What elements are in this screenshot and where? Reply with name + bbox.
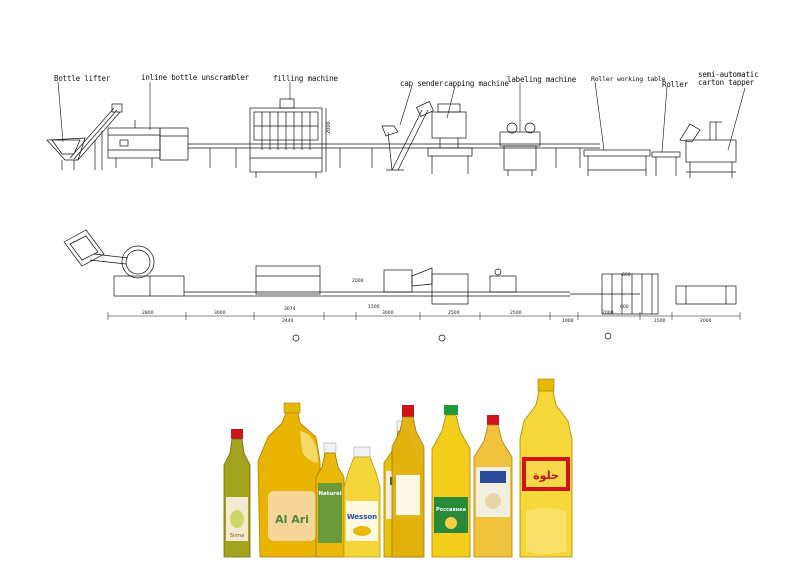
plan-dim-14: 2000 [700,318,712,324]
plan-filling [255,265,321,295]
plan-conveyor [184,291,640,297]
plan-view: 2800 3000 2440 3074 2000 1500 3000 2500 … [63,229,741,342]
plan-dim-11: 2000 [602,310,614,316]
conveyor-row-1 [188,143,600,168]
bottle-6 [391,405,425,558]
plan-dim-15: 600 [622,272,631,278]
label-carton-tapper-line2: carton tapper [698,78,755,87]
bottle-1: Sirma [223,429,251,558]
bottle-7: Россиянка [431,405,471,558]
cap-sender-drawing [381,101,434,171]
bottle-9: حلوة [519,378,573,558]
plan-dim-12: 600 [620,304,629,310]
unscrambler-drawing [107,120,189,168]
bottle-2: Al Ari [257,402,321,558]
label-filling-machine: filling machine [273,74,338,83]
capping-machine-drawing [427,103,473,174]
plan-dim-2: 3000 [214,310,226,316]
carton-tapper-drawing [679,121,737,178]
plan-tapper [675,285,737,305]
bottle-lifter-drawing [46,103,123,170]
plan-dim-4: 3074 [284,306,296,312]
bottle-7-label: Россиянка [436,507,466,513]
plan-dim-9: 2500 [510,310,522,316]
label-capping-machine: capping machine [444,79,509,88]
plan-mark-2 [438,334,446,342]
bottle-2-label: Al Ari [275,513,309,526]
plan-dim-8: 2500 [448,310,460,316]
labeling-machine-drawing [499,122,541,176]
bottle-3: Naturel [315,442,345,558]
plan-labeling [431,273,469,305]
plan-dim-3: 2440 [282,318,294,324]
plan-dim-13: 1500 [654,318,666,324]
label-labeling-machine: labeling machine [507,75,577,84]
filling-machine-drawing [249,98,327,178]
bottle-9-label: حلوة [533,469,559,482]
plan-capping [383,269,413,293]
plan-dim-10: 1000 [562,318,574,324]
plan-mark-1 [292,334,300,342]
bottle-8 [473,415,513,558]
label-bottle-lifter: Bottle lifter [54,74,111,83]
bottle-4: Wesson [343,446,381,558]
height-dimension: 2000 [326,121,332,134]
label-carton-tapper-line1: semi-automatic [698,70,759,79]
label-cap-sender: cap sender [400,79,444,88]
bottle-4-label: Wesson [347,513,377,521]
plan-mark-3 [604,332,612,340]
label-unscrambler: inline bottle unscrambler [141,73,249,82]
plan-dimension-lines [107,312,741,320]
leader-lines [57,81,746,153]
plan-dim-5: 2000 [352,278,364,284]
bottle-lineup: Sirma Al Ari Naturel Wesson [223,378,573,558]
plan-dim-1: 2800 [142,310,154,316]
label-carton-tapper: semi-automatic carton tapper [698,70,759,87]
plan-lifter [63,229,155,279]
bottle-3-label: Naturel [318,491,341,497]
label-roller-table: Roller working table [591,75,666,83]
bottle-1-label: Sirma [230,533,244,539]
plan-dim-7: 3000 [382,310,394,316]
label-roller: Roller [662,80,688,89]
plan-roller-table [601,273,659,315]
plan-dim-6: 1500 [368,304,380,310]
elevation-view: 2000 [46,81,746,178]
roller-table-drawing [583,149,681,176]
plan-unscrambler [113,275,185,297]
